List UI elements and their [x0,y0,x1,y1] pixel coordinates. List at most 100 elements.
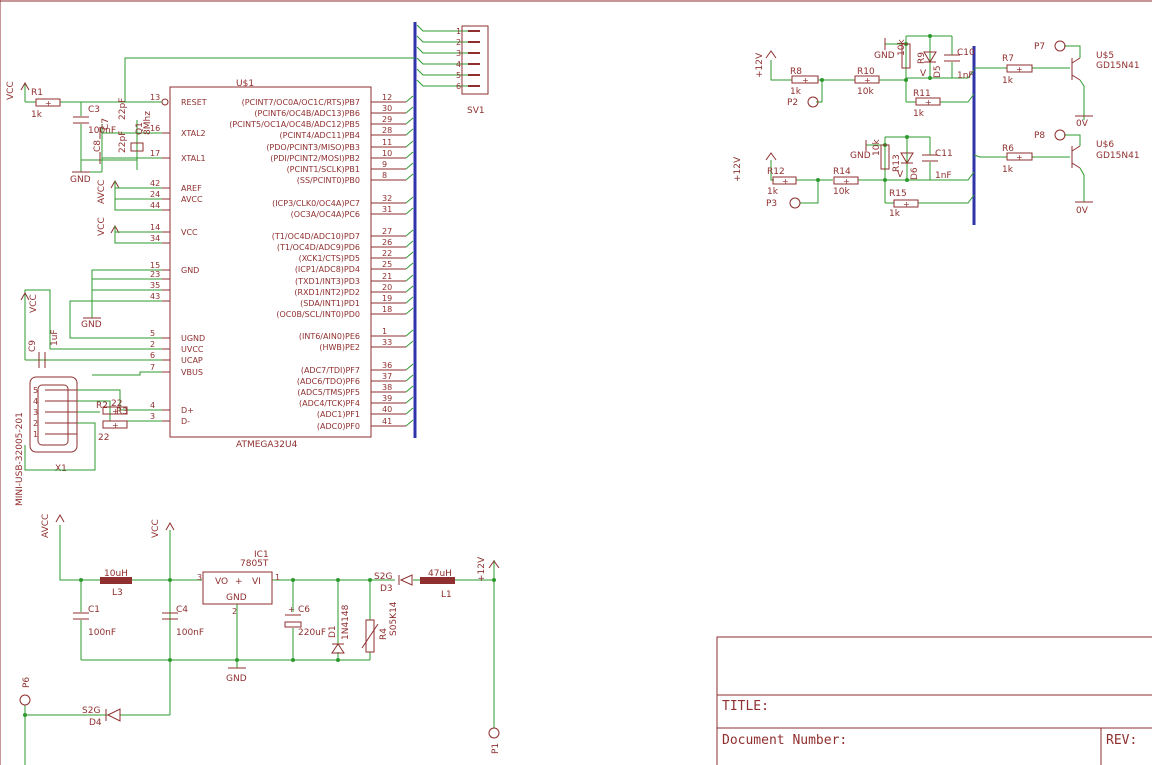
pad-p2[interactable]: P2 [787,96,819,108]
resistor-r10[interactable]: + R10 10k [854,67,880,97]
resistor-r13[interactable]: R13 10k [872,139,902,172]
mcu-right-pin[interactable]: 9(PCINT1/SCLK)PB1 [287,160,406,174]
mcu-right-pin[interactable]: 30(PCINT6/OC4B/ADC13)PB6 [254,104,406,118]
mcu-left-pin[interactable]: 3D- [150,412,190,426]
svg-text:10uH: 10uH [104,569,128,579]
mcu-left-pin[interactable]: 34 [150,234,170,244]
mcu-right-pin[interactable]: 1(INT6/AIN0)PE6 [299,327,406,341]
diode-d1[interactable]: D1 1N4148 [328,604,351,654]
pad-p1[interactable]: P1 [488,727,501,754]
resistor-r6[interactable]: + R6 1k [1002,144,1033,175]
mcu-right-pin[interactable]: 18(OC0B/SCL/INT0)PD0 [276,305,406,319]
varistor-r4[interactable]: R4 S05K14 [361,601,399,653]
header-pin[interactable] [468,41,480,43]
capacitor-c3[interactable]: C3 100nF [73,105,116,136]
header-pin-number: 4 [456,60,461,69]
mcu-right-pin[interactable]: 25(ICP1/ADC8)PD4 [295,260,406,274]
mcu-symbol[interactable]: U$1 ATMEGA32U4 13RESET16XTAL217XTAL142AR… [150,79,406,450]
resistor-r12[interactable]: + R12 1k [767,167,797,197]
resistor-r11[interactable]: + R11 1k [913,89,941,119]
resistor-r8[interactable]: + R8 1k [790,67,819,97]
svg-text:+: + [925,98,932,107]
mcu-right-pin[interactable]: 39(ADC4/TCK)PF4 [299,394,406,408]
resistor-r9[interactable]: R9 10k [897,39,927,69]
transistor-u6[interactable]: U$6 GD15N41 [1071,140,1140,169]
mcu-right-pin[interactable]: 36(ADC7/TDI)PF7 [301,361,406,375]
mcu-left-pin[interactable]: 23 [150,270,170,280]
diode-d6[interactable]: D6 V [897,152,920,180]
header-pin[interactable] [468,63,480,65]
capacitor-c7[interactable]: C7 22pF [99,98,128,139]
mcu-right-pin[interactable]: 20(RXD1/INT2)PD2 [294,283,406,297]
pad-p3[interactable]: P3 [766,197,801,209]
mcu-right-pin[interactable]: 32(ICP3/CLK0/OC4A)PC7 [272,194,406,208]
capacitor-c11[interactable]: C11 1nF [922,149,953,181]
mcu-right-pin[interactable]: 11(PDO/PCINT3/MISO)PB3 [266,138,406,152]
resistor-r1[interactable]: + R1 1k [31,88,61,120]
header-pin[interactable] [468,74,480,76]
mcu-right-pin[interactable]: 33(HWB)PE2 [319,338,406,352]
mcu-right-pin[interactable]: 21(TXD1/INT3)PD3 [295,272,406,286]
resistor-r2[interactable]: + R2 22 [96,399,128,416]
mcu-left-pin[interactable]: 43 [150,292,170,302]
mcu-pin-number: 22 [382,249,392,258]
mcu-right-pin[interactable]: 37(ADC6/TDO)PF6 [297,372,406,386]
pad-p7[interactable]: P7 [1034,40,1066,52]
mcu-right-pin[interactable]: 40(ADC1)PF1 [317,405,406,419]
diode-d4[interactable]: S2G D4 [82,706,121,728]
mcu-right-pin[interactable]: 22(XCK1/CTS)PD5 [299,249,406,263]
mcu-right-pin[interactable]: 10(PDI/PCINT2/MOSI)PB2 [270,149,406,163]
mcu-right-pin[interactable]: 19(SDA/INT1)PD1 [300,294,406,308]
mcu-right-pin[interactable]: 12(PCINT7/OC0A/OC1C/RTS)PB7 [242,93,406,107]
mcu-right-pin[interactable]: 8(SS/PCINT0)PB0 [297,171,406,185]
capacitor-c4[interactable]: C4 100nF [162,605,204,638]
inductor-l3[interactable]: 10uH L3 [100,569,132,598]
capacitor-c9[interactable]: C9 1uF [28,329,60,368]
regulator-ic1[interactable]: IC1 7805T VO + VI GND 3 1 2 [197,550,280,616]
mcu-right-pin[interactable]: 38(ADC5/TMS)PF5 [297,383,406,397]
resistor-r7[interactable]: + R7 1k [1002,54,1033,86]
capacitor-c6[interactable]: + C6 220uF [284,605,326,638]
mcu-left-pin[interactable]: 44 [150,201,170,211]
mcu-right-pin[interactable]: 26(T1/OC4D/ADC9)PD6 [277,238,406,252]
mcu-left-pin[interactable]: 4D+ [150,401,194,415]
diode-d3[interactable]: S2G D3 [374,572,413,594]
diode-d5[interactable]: D5 V [920,51,943,79]
resistor-r3[interactable]: + R3 22 [98,407,128,443]
header-pin[interactable] [468,30,480,32]
capacitor-c1-power[interactable]: C1 100nF [73,605,116,638]
resistor-r15[interactable]: + R15 1k [889,189,919,219]
capacitor-c10[interactable]: C10 1nF [944,48,975,81]
mcu-right-pin[interactable]: 41(ADC0)PF0 [317,417,406,431]
mcu-left-pin[interactable]: 35 [150,281,170,291]
mcu-right-pin[interactable]: 27(T1/OC4D/ADC10)PD7 [272,227,406,241]
mcu-right-pin[interactable]: 31(OC3A/OC4A)PC6 [291,205,406,219]
pad-p8[interactable]: P8 [1034,129,1066,141]
capacitor-c8[interactable]: C8 22pF [93,131,128,164]
mcu-pin-name: UGND [181,334,205,343]
mcu-right-pin[interactable]: 29(PCINT5/OC1A/OC4B/ADC12)PB5 [229,115,406,129]
svg-text:P7: P7 [1034,42,1045,52]
inductor-l1[interactable]: 47uH L1 [420,569,455,600]
header-pin[interactable] [468,85,480,87]
pad-p6[interactable]: P6 [19,677,32,706]
crystal-q1[interactable]: Q1 8Mhz [130,111,153,152]
resistor-r14[interactable]: + R14 10k [833,167,859,197]
header-pin[interactable] [468,52,480,54]
mcu-pin-number: 37 [382,372,392,381]
transistor-u5[interactable]: U$5 GD15N41 [1071,51,1140,81]
mcu-right-pin[interactable]: 28(PCINT4/ADC11)PB4 [280,126,406,140]
